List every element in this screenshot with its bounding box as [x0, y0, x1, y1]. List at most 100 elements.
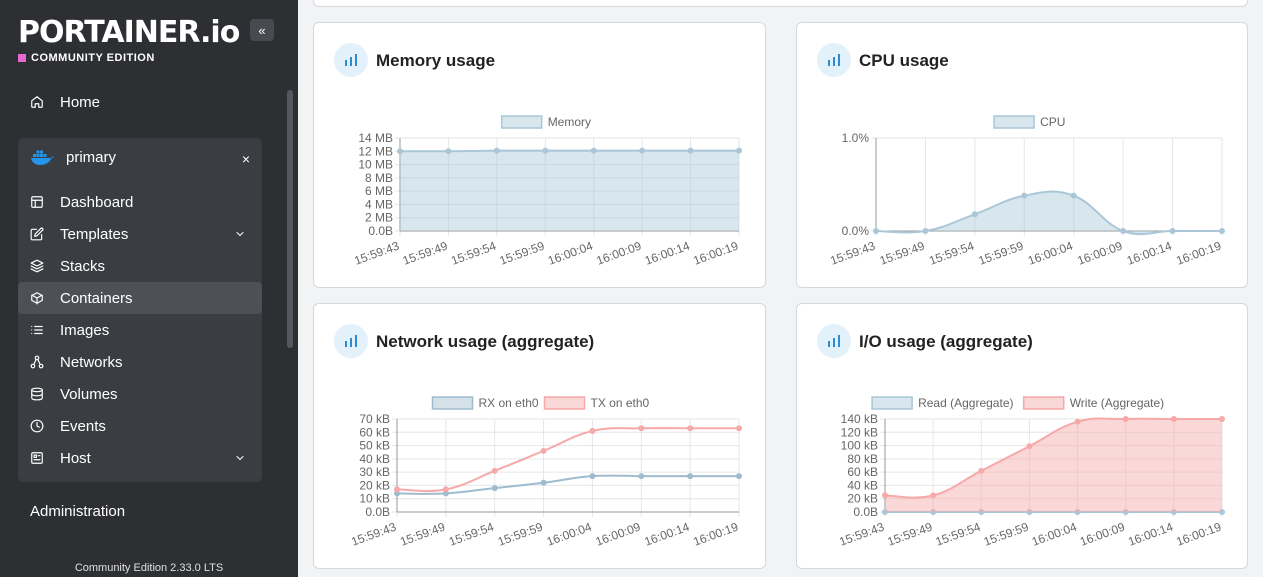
x-tick-label: 16:00:14: [643, 239, 692, 268]
version-label: Community Edition 2.33.0 LTS: [74, 562, 224, 574]
y-tick-label: 140 kB: [841, 412, 878, 426]
data-point: [687, 147, 694, 154]
legend-swatch: [500, 115, 543, 129]
data-point: [1219, 228, 1225, 234]
x-tick-label: 15:59:54: [449, 239, 498, 268]
sidebar-item-label: Events: [60, 417, 106, 435]
data-point: [590, 147, 597, 154]
y-tick-label: 0.0B: [368, 224, 393, 238]
x-tick-label: 16:00:14: [1126, 520, 1175, 549]
legend-label: Read (Aggregate): [918, 396, 1013, 410]
data-point: [687, 473, 694, 480]
data-point: [978, 467, 985, 474]
data-point: [1021, 192, 1028, 199]
sidebar-item-events[interactable]: Events: [18, 410, 262, 442]
close-environment-button[interactable]: ×: [242, 151, 250, 167]
data-point: [639, 147, 646, 154]
legend-label: Write (Aggregate): [1070, 396, 1164, 410]
data-point: [1169, 228, 1176, 234]
x-tick-label: 15:59:59: [977, 239, 1026, 268]
clock-icon: [30, 419, 44, 433]
x-tick-label: 15:59:54: [934, 520, 983, 549]
y-tick-label: 20 kB: [359, 478, 390, 492]
sidebar-item-label: Home: [60, 93, 101, 111]
sidebar-item-label: Templates: [60, 225, 129, 243]
legend-label: Memory: [548, 115, 591, 129]
portainer-logo[interactable]: PORTAINER.io: [18, 15, 240, 50]
data-point: [1170, 509, 1177, 515]
x-tick-label: 15:59:54: [447, 520, 496, 549]
y-tick-label: 20 kB: [847, 492, 878, 506]
environment-header[interactable]: primary: [30, 148, 116, 166]
network-icon: [30, 355, 44, 369]
sidebar-item-volumes[interactable]: Volumes: [18, 378, 262, 410]
series-line: [396, 427, 739, 493]
x-tick-label: 15:59:49: [885, 520, 934, 549]
data-point: [882, 509, 888, 515]
sidebar-scrollbar[interactable]: [287, 90, 293, 348]
card-title: I/O usage (aggregate): [859, 332, 1033, 351]
y-tick-label: 12 MB: [358, 144, 393, 158]
sidebar-item-home[interactable]: Home: [30, 92, 100, 112]
legend-swatch: [993, 115, 1035, 129]
sidebar-item-images[interactable]: Images: [18, 314, 262, 346]
x-tick-label: 15:59:49: [398, 520, 447, 549]
data-point: [1070, 192, 1077, 199]
home-icon: [31, 96, 43, 108]
sidebar-item-networks[interactable]: Networks: [18, 346, 262, 378]
legend-label: TX on eth0: [591, 396, 650, 410]
series-area: [885, 418, 1222, 512]
x-tick-label: 15:59:59: [496, 520, 545, 549]
y-tick-label: 10 MB: [358, 158, 393, 172]
sidebar-item-label: Images: [60, 321, 110, 339]
data-point: [930, 509, 937, 515]
sidebar-item-label: Volumes: [60, 385, 118, 403]
x-tick-label: 15:59:43: [837, 520, 886, 549]
y-tick-label: 80 kB: [847, 452, 878, 466]
data-point: [687, 425, 694, 432]
sidebar-item-host[interactable]: Host: [18, 442, 262, 474]
chevron-down-icon[interactable]: [234, 228, 246, 240]
double-chevron-left-icon: «: [258, 22, 266, 38]
data-point: [1120, 228, 1127, 234]
collapse-sidebar-button[interactable]: «: [250, 19, 274, 41]
data-point: [1122, 509, 1129, 515]
x-tick-label: 16:00:09: [594, 520, 643, 549]
data-point: [397, 148, 403, 155]
chevron-down-icon[interactable]: [234, 452, 246, 464]
sidebar-item-dashboard[interactable]: Dashboard: [18, 186, 262, 218]
y-tick-label: 8 MB: [365, 171, 393, 185]
sidebar-section-administration[interactable]: Administration: [30, 503, 126, 520]
data-point: [1219, 509, 1225, 515]
environment-name: primary: [66, 148, 117, 166]
x-tick-label: 16:00:19: [1174, 520, 1223, 549]
edition-text: COMMUNITY EDITION: [31, 52, 155, 64]
y-tick-label: 0.0B: [365, 505, 390, 519]
y-tick-label: 100 kB: [841, 439, 878, 453]
y-tick-label: 120 kB: [841, 425, 878, 439]
legend-swatch: [543, 396, 586, 410]
box-icon: [31, 292, 43, 305]
legend-swatch: [1022, 396, 1065, 410]
sidebar-item-templates[interactable]: Templates: [18, 218, 262, 250]
series-area: [400, 150, 739, 231]
y-tick-label: 50 kB: [359, 439, 390, 453]
y-tick-label: 0.0B: [853, 505, 878, 519]
sidebar-item-containers[interactable]: Containers: [18, 282, 262, 314]
card-title: Network usage (aggregate): [376, 332, 595, 351]
data-point: [638, 425, 645, 432]
y-tick-label: 1.0%: [842, 131, 870, 145]
legend-label: RX on eth0: [479, 396, 539, 410]
x-tick-label: 16:00:04: [545, 520, 594, 549]
x-tick-label: 15:59:59: [498, 239, 547, 268]
io-chart: Read (Aggregate)Write (Aggregate)140 kB1…: [837, 396, 1225, 549]
sidebar-item-stacks[interactable]: Stacks: [18, 250, 262, 282]
sidebar-item-label: Stacks: [60, 257, 106, 275]
data-point: [930, 492, 937, 499]
docker-icon: [31, 150, 54, 165]
edition-label: COMMUNITY EDITION: [18, 52, 155, 64]
